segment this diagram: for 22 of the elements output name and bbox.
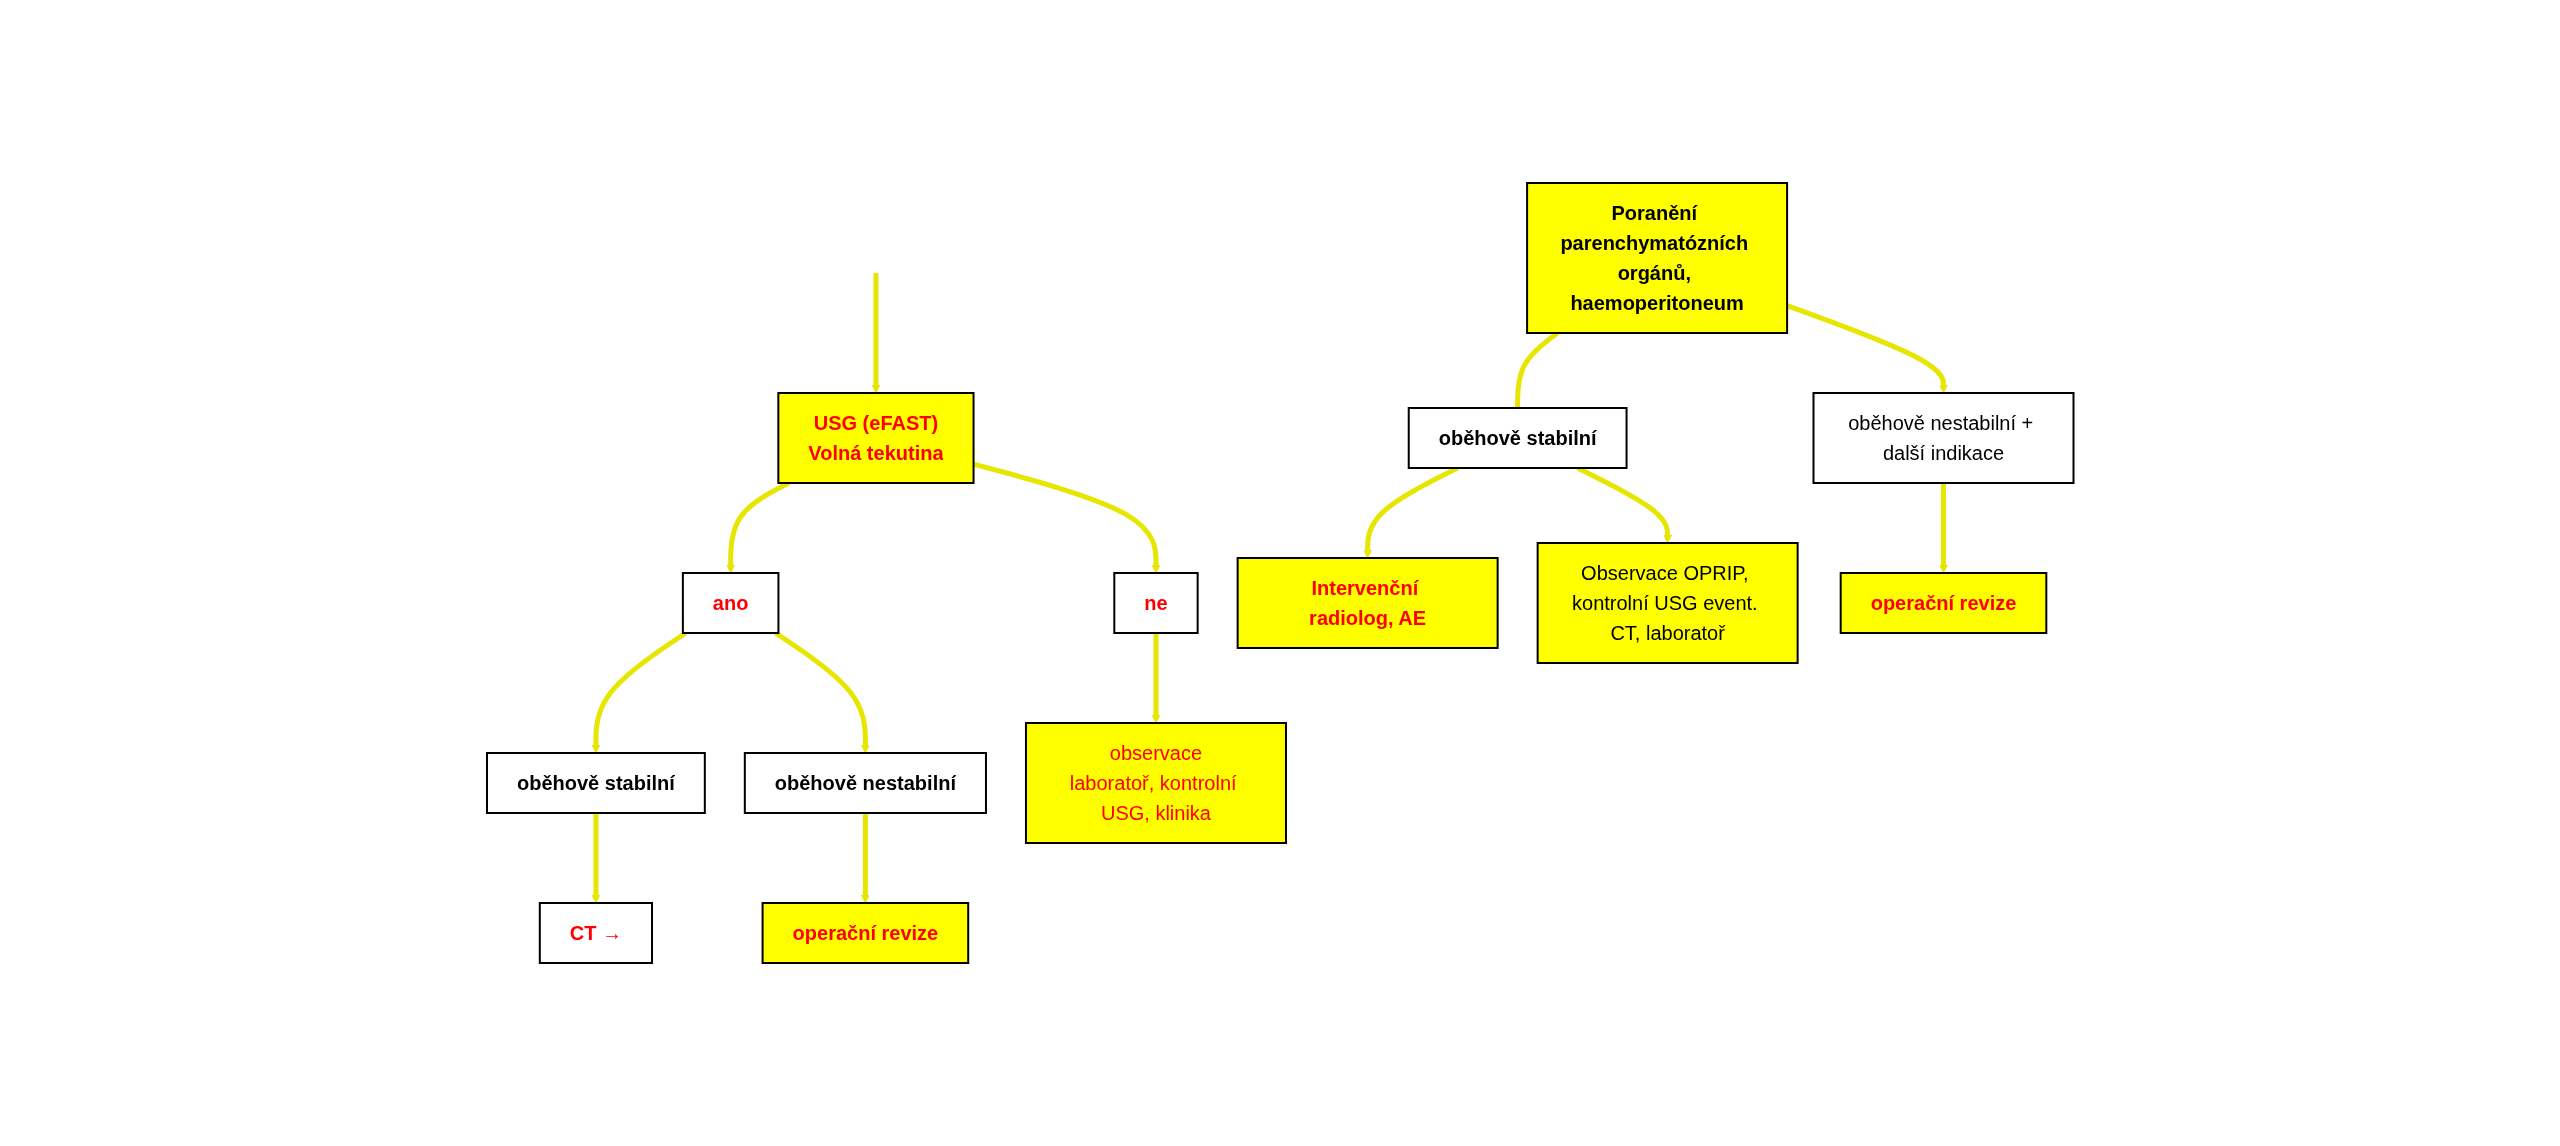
node-box: CT → (538, 902, 653, 964)
arrow (1938, 483, 1948, 574)
arrow (1786, 303, 1948, 394)
node-box: ne (1113, 572, 1199, 634)
node-box: operační revize (1839, 572, 2048, 634)
node-box: Intervenční radiolog, AE (1236, 557, 1499, 649)
arrow (591, 630, 687, 754)
node-box: oběhově nestabilní (743, 752, 987, 814)
node-box: operační revize (761, 902, 969, 964)
arrow (591, 813, 601, 904)
arrow (860, 813, 870, 904)
node-box: Observace OPRIP, kontrolní USG event. CT, laboratoř (1536, 542, 1799, 664)
node-box: Poranění parenchymatózních orgánů, haemoperitoneum (1525, 182, 1788, 334)
node-box: oběhově stabilní (1407, 407, 1628, 469)
node-box: oběhově nestabilní + další indikace (1812, 392, 2075, 484)
node-box: ano (681, 572, 780, 634)
arrow (871, 273, 881, 394)
node-box: USG (eFAST) Volná tekutina (777, 392, 975, 484)
node-box: observace laboratoř, kontrolní USG, klinika (1024, 722, 1287, 844)
arrow (1151, 633, 1161, 724)
arrow (773, 630, 870, 754)
node-box: oběhově stabilní (485, 752, 706, 814)
